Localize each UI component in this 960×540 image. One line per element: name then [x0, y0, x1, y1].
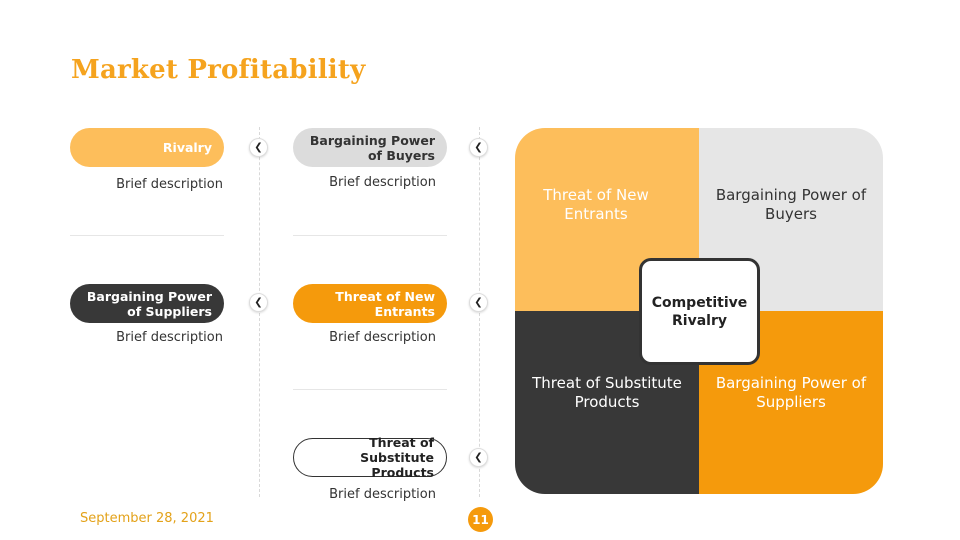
description: Brief description — [329, 330, 436, 345]
description: Brief description — [116, 177, 223, 192]
page-number-badge: 11 — [468, 507, 493, 532]
description: Brief description — [329, 487, 436, 502]
quadrant-buyers: Bargaining Power of Buyers — [699, 128, 883, 311]
pill-new-entrants: Threat of New Entrants — [293, 284, 447, 323]
divider — [293, 235, 447, 236]
quadrant-suppliers: Bargaining Power of Suppliers — [699, 311, 883, 494]
center-rivalry: Competitive Rivalry — [639, 258, 760, 365]
chevron-left-icon[interactable]: ❮ — [249, 293, 268, 312]
pill-buyers: Bargaining Power of Buyers — [293, 128, 447, 167]
chevron-left-icon[interactable]: ❮ — [249, 138, 268, 157]
pill-rivalry: Rivalry — [70, 128, 224, 167]
footer-date: September 28, 2021 — [80, 511, 214, 526]
timeline-divider — [479, 127, 480, 497]
chevron-left-icon[interactable]: ❮ — [469, 293, 488, 312]
pill-substitutes: Threat of Substitute Products — [293, 435, 447, 480]
chevron-left-icon[interactable]: ❮ — [469, 448, 488, 467]
description: Brief description — [329, 175, 436, 190]
description: Brief description — [116, 330, 223, 345]
divider — [70, 235, 224, 236]
quadrant-new-entrants: Threat of New Entrants — [515, 128, 699, 311]
page-title: Market Profitability — [71, 55, 366, 85]
timeline-divider — [259, 127, 260, 497]
porter-matrix: Threat of New Entrants Bargaining Power … — [515, 128, 883, 494]
pill-suppliers: Bargaining Power of Suppliers — [70, 284, 224, 323]
chevron-left-icon[interactable]: ❮ — [469, 138, 488, 157]
divider — [293, 389, 447, 390]
